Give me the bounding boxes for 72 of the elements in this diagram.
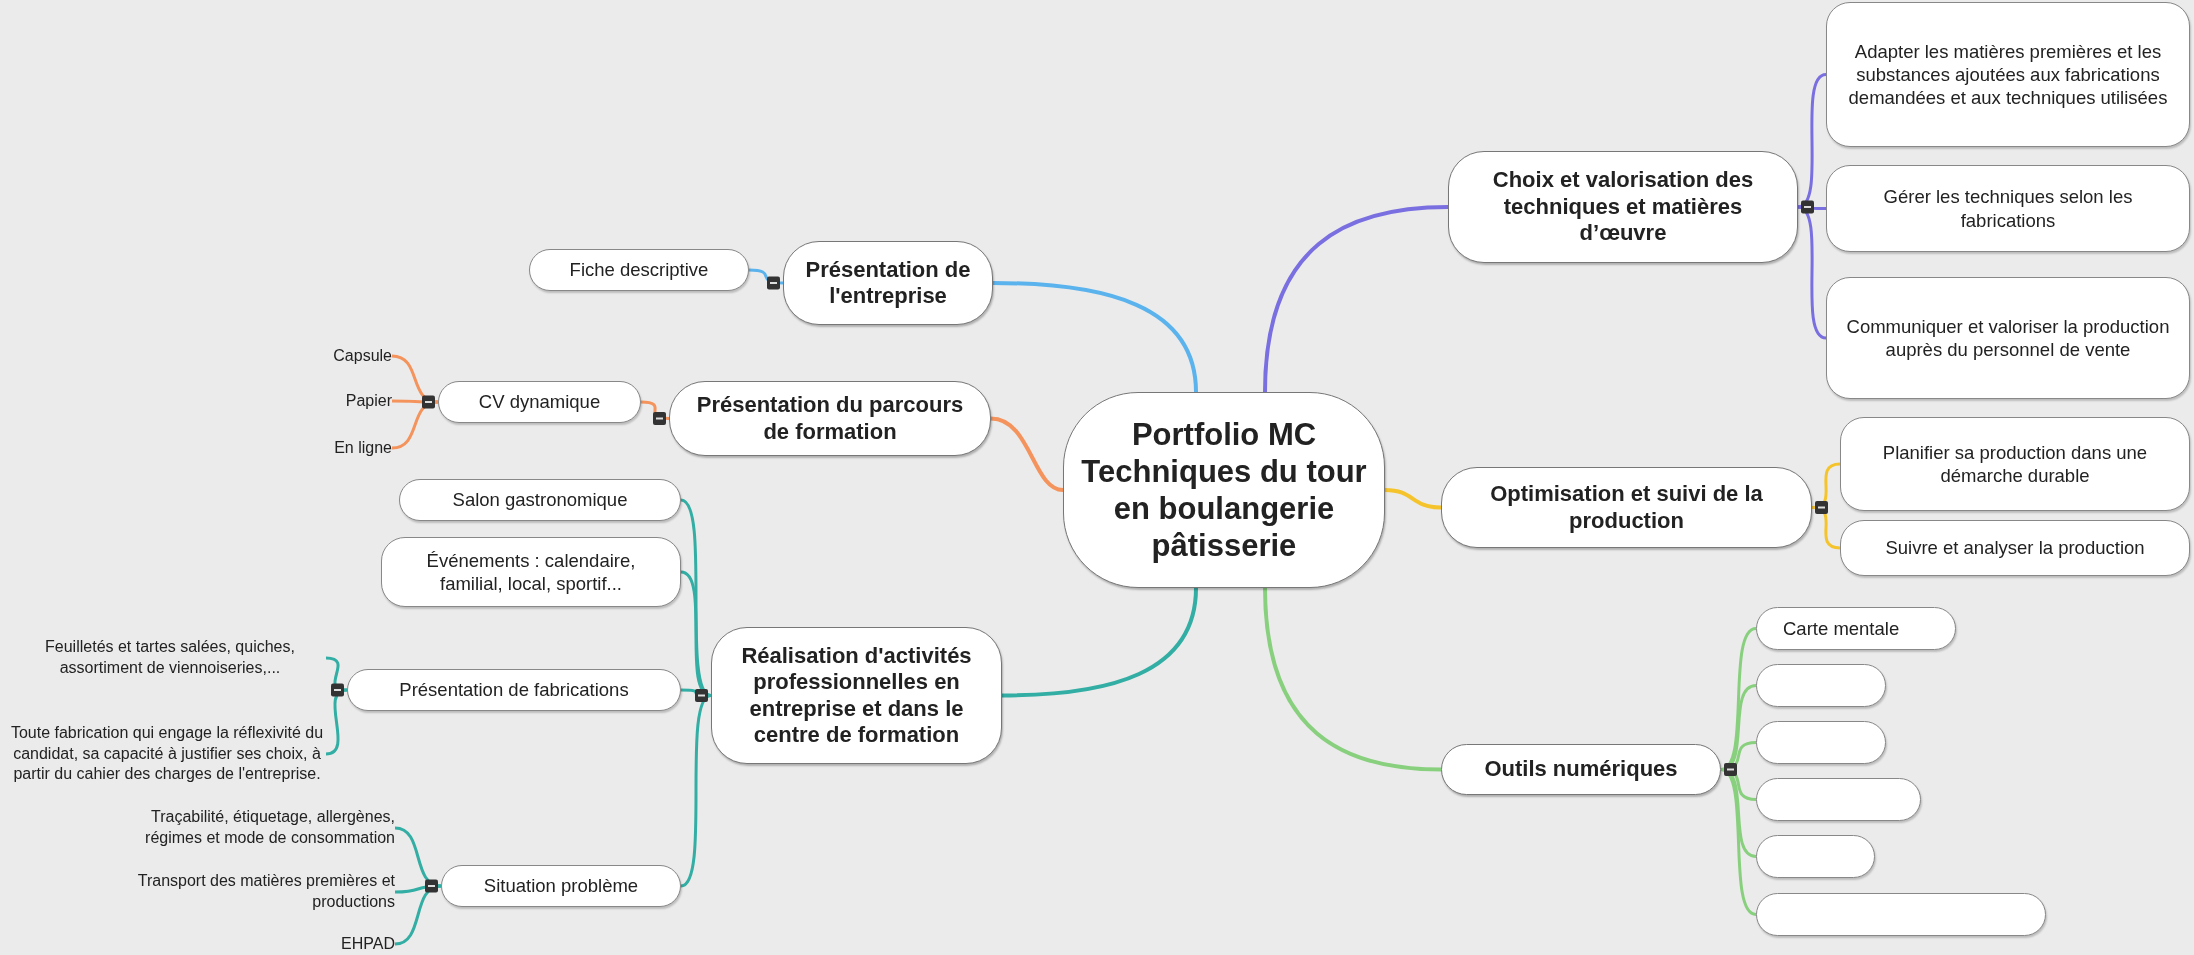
- branch-line: [640, 400, 670, 420]
- subtopic-box: [1756, 835, 1875, 878]
- branch-line: [1001, 587, 1198, 698]
- topic-label: Réalisation d'activités professionnelles en entreprise et dans le centre de formation: [740, 642, 973, 749]
- subtopic-box: [347, 669, 681, 711]
- topic-label: Adapter les matières premières et les substances ajoutées aux fabrications demandées et aux techniques utilisées: [1847, 39, 2169, 110]
- topic-label: Suivre et analyser la production: [1885, 536, 2145, 560]
- subtopic-box: [1840, 520, 2190, 576]
- topic-label: Planifier sa production dans une démarche durable: [1881, 440, 2149, 488]
- subtopic-box: [1826, 2, 2190, 147]
- branch-line: [992, 281, 1198, 393]
- main-topic-box: [669, 381, 991, 456]
- subtopic-box: [399, 479, 681, 521]
- topic-label: Présentation du parcours de formation: [695, 392, 965, 445]
- branch-line: [394, 826, 442, 888]
- subtopic-box: [1756, 607, 1956, 650]
- main-topic-box: [783, 241, 993, 325]
- topic-label: Carte mentale: [1783, 616, 1900, 641]
- topic-label: Présentation de l'entreprise: [804, 256, 972, 310]
- topic-label: Communiquer et valoriser la production auprès du personnel de vente: [1845, 314, 2171, 362]
- topic-text: En ligne: [300, 436, 392, 460]
- topic-label: Situation problème: [483, 874, 639, 898]
- topic-label: CV dynamique: [478, 390, 601, 414]
- branch-line: [1384, 488, 1442, 510]
- subtopic-box: [381, 537, 681, 607]
- topic-label: Fiche descriptive: [569, 258, 709, 282]
- subtopic-box: [1756, 778, 1921, 821]
- subtopic-box: [529, 249, 749, 291]
- subtopic-box: [1756, 893, 2046, 936]
- subtopic-box: [1840, 417, 2190, 511]
- branch-line: [1720, 627, 1757, 771]
- branch-line: [1797, 205, 1827, 340]
- topic-label: Choix et valorisation des techniques et matières d’œuvre: [1491, 167, 1755, 247]
- topic-label: Optimisation et suivi de la production: [1489, 481, 1764, 534]
- branch-line: [392, 399, 438, 404]
- topic-label: Outils numériques: [1484, 756, 1678, 783]
- topic-label: Gérer les techniques selon les fabrications: [1882, 185, 2134, 232]
- main-topic-box: [1448, 151, 1798, 263]
- subtopic-box: [1756, 721, 1886, 764]
- subtopic-box: [438, 381, 641, 423]
- subtopic-box: [1826, 277, 2190, 399]
- branch-line: [1263, 205, 1449, 393]
- branch-line: [1797, 73, 1827, 209]
- topic-text: Traçabilité, étiquetage, allergènes, régimes et mode de consommation: [100, 806, 395, 850]
- topic-text: Transport des matières premières et productions: [100, 870, 395, 914]
- branch-line: [1811, 506, 1841, 550]
- branch-line: [990, 416, 1064, 492]
- branch-line: [680, 498, 712, 697]
- topic-text: Capsule: [300, 344, 392, 368]
- topic-label: Portfolio MC Techniques du tour en boulangerie pâtisserie: [1080, 415, 1368, 565]
- topic-text: Toute fabrication qui engage la réflexivité du candidat, sa capacité à justifier ses choix, à partir du cahier des charges de l'entreprise.: [8, 718, 326, 790]
- branch-line: [394, 884, 442, 946]
- branch-line: [1720, 768, 1757, 916]
- branch-line: [748, 268, 784, 285]
- main-topic-box: [1441, 467, 1812, 548]
- subtopic-box: [1826, 165, 2190, 252]
- branch-line: [1263, 587, 1442, 772]
- branch-line: [325, 688, 348, 756]
- main-topic-box: [711, 627, 1002, 764]
- subtopic-box: [1756, 664, 1886, 707]
- topic-text: EHPAD: [300, 933, 395, 955]
- central-topic-box: [1063, 392, 1385, 588]
- subtopic-box: [441, 865, 681, 907]
- topic-text: Feuilletés et tartes salées, quiches, assortiment de viennoiseries,...: [14, 630, 326, 686]
- branch-line: [325, 656, 348, 692]
- branch-line: [680, 694, 712, 888]
- topic-text: Papier: [300, 389, 392, 413]
- topic-label: Événements : calendaire, familial, local, sportif...: [425, 548, 637, 596]
- main-topic-box: [1441, 744, 1721, 795]
- topic-label: Salon gastronomique: [452, 488, 628, 512]
- topic-label: Présentation de fabrications: [399, 678, 629, 702]
- branch-line: [391, 400, 439, 450]
